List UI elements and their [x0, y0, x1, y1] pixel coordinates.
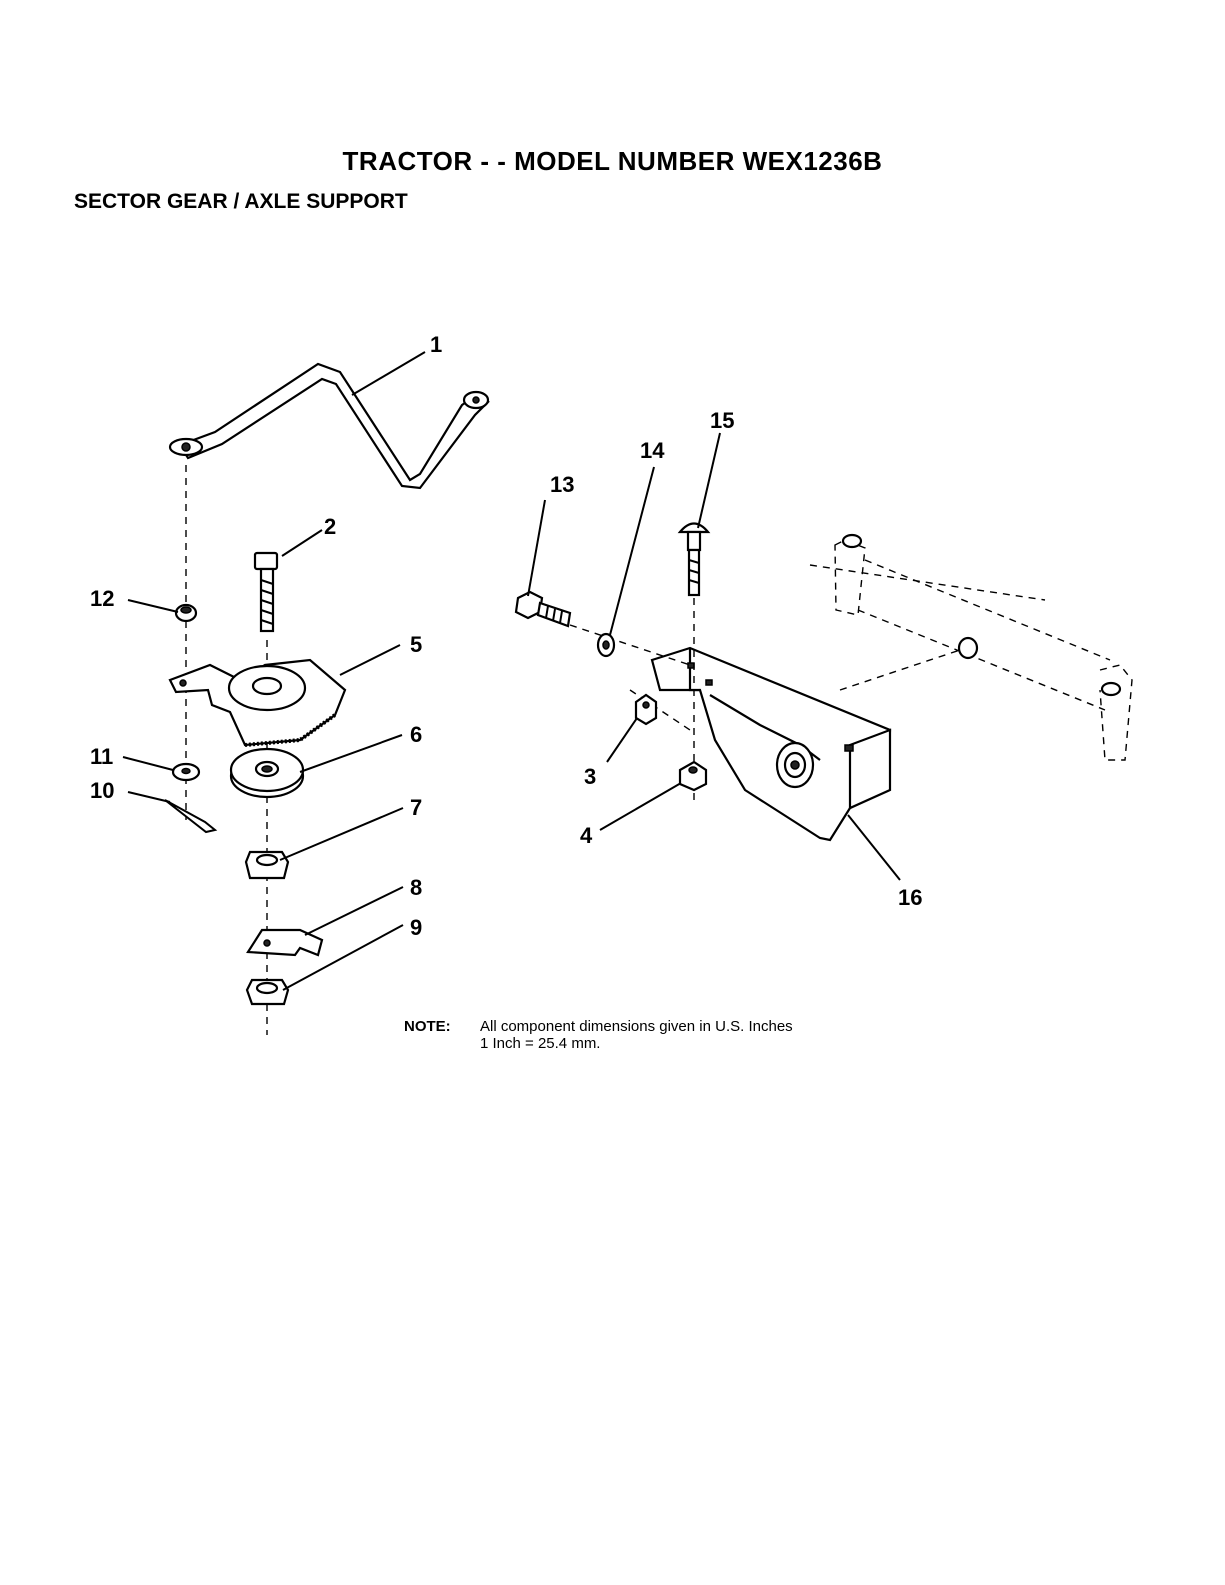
washer-part-11	[173, 764, 199, 780]
callout-4: 4	[580, 823, 593, 848]
note-line-2: 1 Inch = 25.4 mm.	[404, 1035, 793, 1052]
spacer-washer-part-6	[231, 749, 303, 797]
callout-5: 5	[410, 632, 422, 657]
hex-nut-part-7	[246, 852, 288, 878]
leader-lines	[123, 352, 900, 990]
callout-11: 11	[90, 744, 113, 769]
callout-3: 3	[584, 764, 596, 789]
callout-9: 9	[410, 915, 422, 940]
callout-10: 10	[90, 778, 114, 803]
nut-part-3	[636, 695, 656, 724]
sector-gear-part-5	[170, 660, 345, 745]
cotter-pin-part-10	[165, 800, 215, 832]
axle-support-part-16	[652, 648, 890, 840]
callout-8: 8	[410, 875, 422, 900]
callout-14: 14	[640, 438, 665, 463]
callout-16: 16	[898, 885, 922, 910]
note-line-1: All component dimensions given in U.S. I…	[480, 1018, 793, 1035]
nut-part-4	[680, 762, 706, 790]
callout-2: 2	[324, 514, 336, 539]
callout-1: 1	[430, 332, 442, 357]
clamp-part-8	[248, 930, 322, 955]
callout-13: 13	[550, 472, 574, 497]
hex-bolt-part-13	[516, 592, 570, 626]
lock-nut-part-12	[176, 605, 196, 621]
carriage-bolt-part-15	[680, 524, 708, 596]
callout-7: 7	[410, 795, 422, 820]
callout-numbers: 1 2 3 4 5 6 7 8 9 10 11 12 13 14 15 16	[90, 332, 922, 940]
drag-link-part	[170, 364, 488, 488]
nut-part-9	[247, 980, 288, 1004]
dimension-note: NOTE:All component dimensions given in U…	[404, 1018, 793, 1052]
note-label: NOTE:	[404, 1018, 480, 1035]
bolt-13-axis	[570, 625, 690, 665]
callout-6: 6	[410, 722, 422, 747]
callout-12: 12	[90, 586, 114, 611]
callout-15: 15	[710, 408, 734, 433]
hex-bolt-part-2	[255, 553, 277, 631]
washer-part-14	[598, 634, 614, 656]
